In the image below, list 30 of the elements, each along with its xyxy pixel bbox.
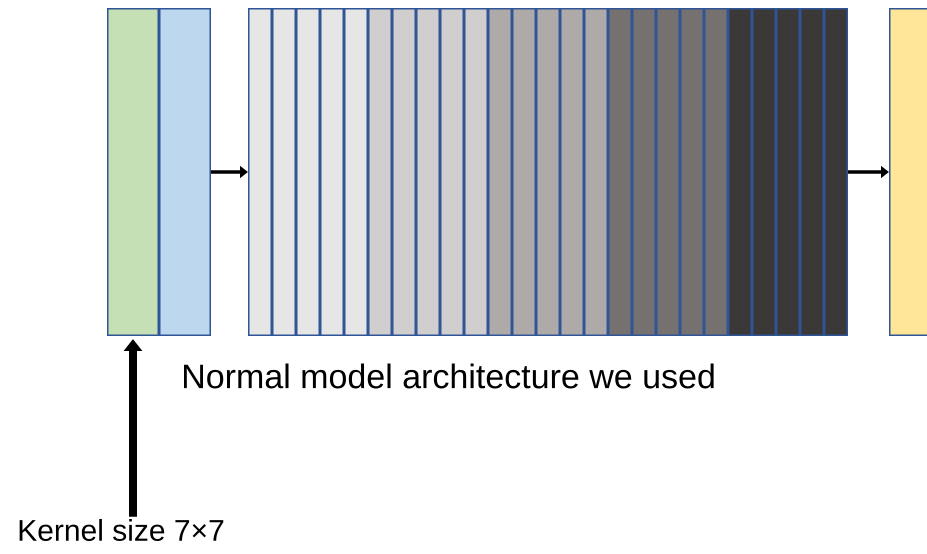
layer-bar	[320, 8, 344, 336]
layer-bar	[248, 8, 272, 336]
layer-bar	[392, 8, 416, 336]
caption-text: Normal model architecture we used	[184, 364, 714, 388]
layer-bar	[488, 8, 512, 336]
layer-bar	[656, 8, 680, 336]
layer-bar	[344, 8, 368, 336]
layer-bar	[608, 8, 632, 336]
layer-bar	[889, 8, 927, 336]
layer-bar	[107, 8, 159, 336]
layer-bar	[680, 8, 704, 336]
layer-bar	[728, 8, 752, 336]
layer-bar	[512, 8, 536, 336]
layer-bar	[536, 8, 560, 336]
layer-bar	[800, 8, 824, 336]
layer-bar	[368, 8, 392, 336]
layer-bar	[416, 8, 440, 336]
layer-bar	[560, 8, 584, 336]
layer-bar	[776, 8, 800, 336]
layer-bar	[272, 8, 296, 336]
layer-bar	[824, 8, 848, 336]
layer-bar	[440, 8, 464, 336]
layer-bar	[584, 8, 608, 336]
layer-bar	[159, 8, 211, 336]
layer-bar	[752, 8, 776, 336]
layer-bar	[296, 8, 320, 336]
layer-bar	[464, 8, 488, 336]
layer-bar	[704, 8, 728, 336]
layer-bar	[632, 8, 656, 336]
label-text: Kernel size 7×7	[20, 518, 224, 541]
